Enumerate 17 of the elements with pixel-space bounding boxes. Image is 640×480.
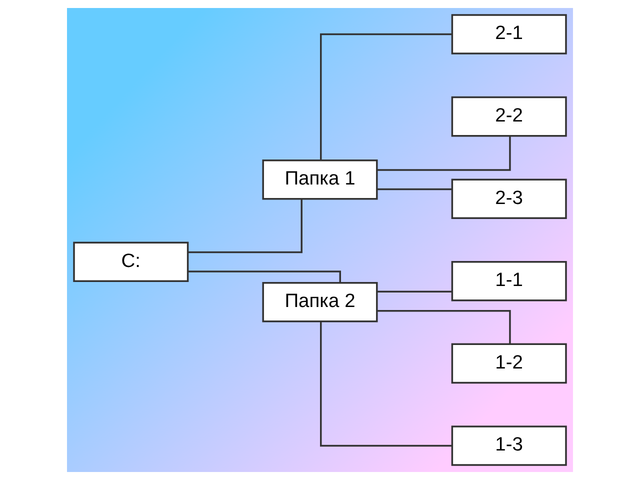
connector: [377, 188, 452, 190]
connector: [188, 270, 341, 283]
connector: [320, 322, 452, 447]
node-box: 1-3: [451, 426, 567, 466]
connector: [377, 290, 452, 293]
node-box: C:: [73, 242, 189, 282]
connector: [188, 199, 302, 254]
node-box: 1-1: [451, 261, 567, 302]
connector: [320, 33, 452, 160]
node-box: 2-3: [451, 178, 567, 219]
node-box: 2-1: [451, 14, 567, 54]
connector: [377, 310, 511, 344]
connector: [377, 136, 511, 171]
node-box: Папка 1: [262, 159, 378, 200]
node-box: 1-2: [451, 343, 567, 384]
node-box: 2-2: [451, 96, 567, 137]
node-box: Папка 2: [262, 282, 378, 322]
